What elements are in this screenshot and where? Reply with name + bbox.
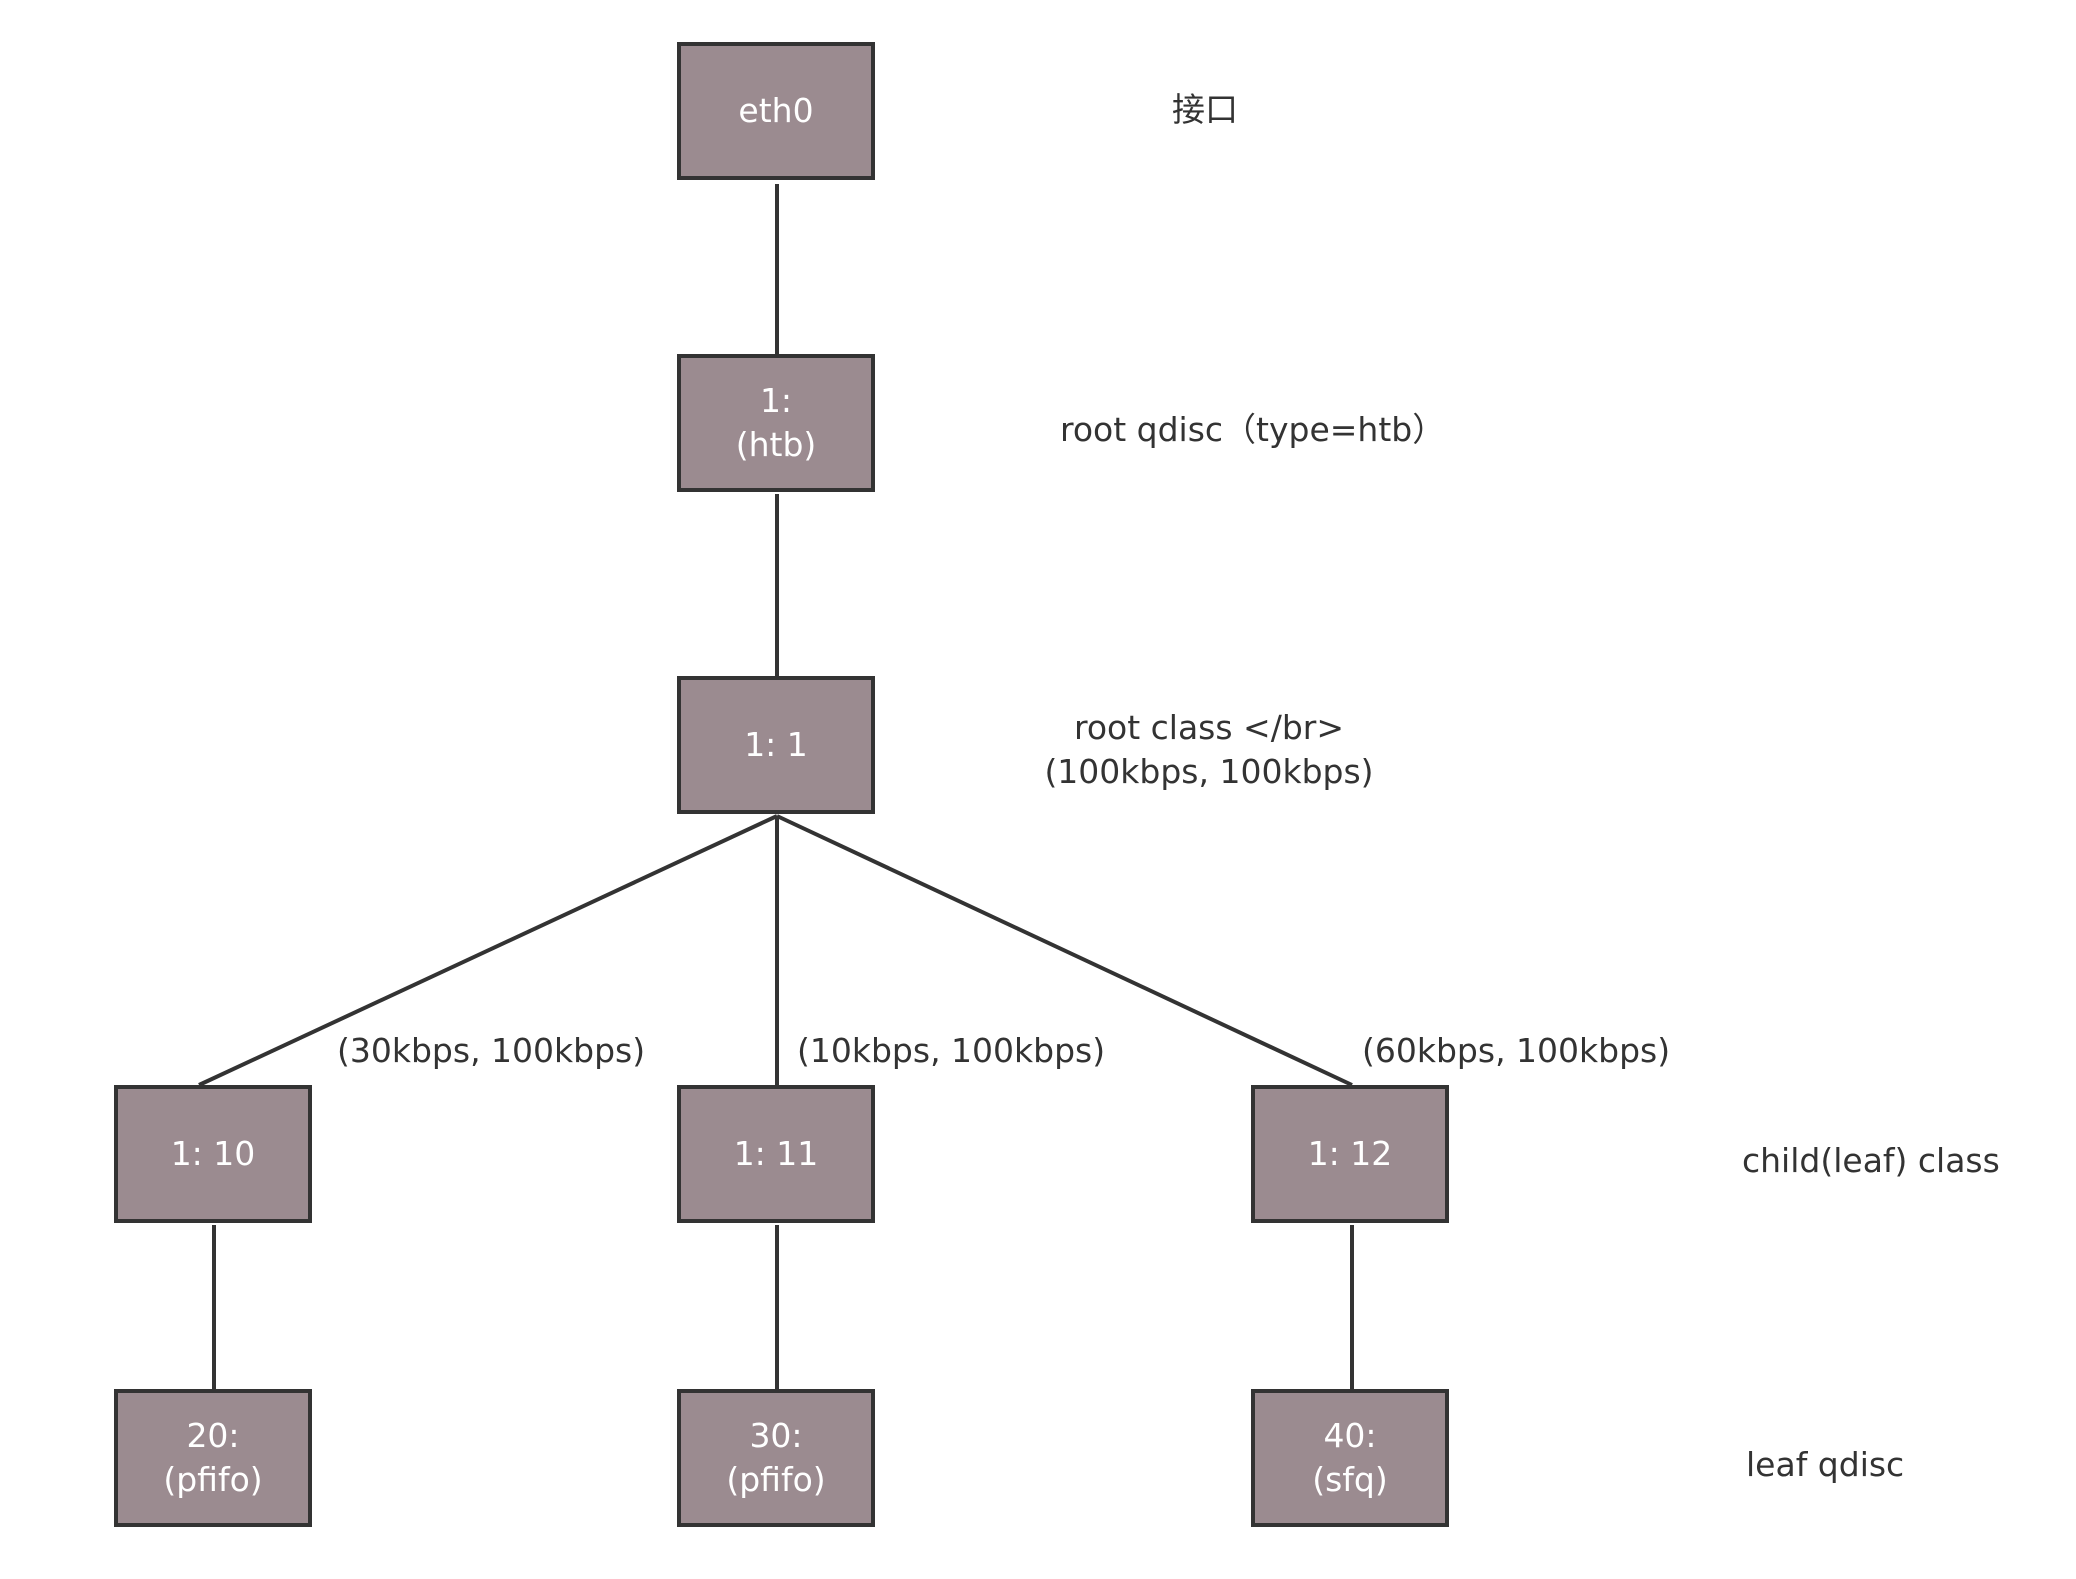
node-qdisc-20-type: (pfifo) <box>163 1460 263 1499</box>
node-root-qdisc-id: 1: <box>759 381 793 420</box>
node-qdisc-20-id: 20: <box>186 1416 240 1455</box>
label-leaf-qdisc: leaf qdisc <box>1746 1445 1905 1484</box>
node-qdisc-40-type: (sfq) <box>1312 1460 1388 1499</box>
node-root-qdisc-type: (htb) <box>735 425 817 464</box>
edge-root-class-class-10 <box>198 814 778 1087</box>
node-class-11-id: 1: 11 <box>733 1134 819 1173</box>
label-root-qdisc: root qdisc（type=htb） <box>1060 410 1446 449</box>
node-qdisc-20: 20: (pfifo) <box>114 1389 312 1527</box>
node-class-12-id: 1: 12 <box>1307 1134 1393 1173</box>
label-child-class: child(leaf) class <box>1742 1141 2000 1180</box>
label-edge-class-11: (10kbps, 100kbps) <box>797 1031 1106 1070</box>
label-root-class-line1: root class </br> <box>1074 708 1344 747</box>
node-qdisc-30: 30: (pfifo) <box>677 1389 875 1527</box>
node-root-class-id: 1: 1 <box>744 725 808 764</box>
node-root-class: 1: 1 <box>677 676 875 814</box>
node-qdisc-30-id: 30: <box>749 1416 803 1455</box>
edge-root-class-class-12 <box>776 814 1353 1087</box>
node-class-12: 1: 12 <box>1251 1085 1449 1223</box>
label-root-class-line2: (100kbps, 100kbps) <box>1044 752 1374 791</box>
label-edge-class-12: (60kbps, 100kbps) <box>1362 1031 1671 1070</box>
node-eth0-label: eth0 <box>738 91 814 130</box>
node-qdisc-40: 40: (sfq) <box>1251 1389 1449 1527</box>
node-root-qdisc: 1: (htb) <box>677 354 875 492</box>
node-class-10-id: 1: 10 <box>170 1134 256 1173</box>
label-edge-class-10: (30kbps, 100kbps) <box>337 1031 646 1070</box>
label-interface: 接口 <box>1172 90 1238 129</box>
label-root-class: root class </br> (100kbps, 100kbps) <box>1044 706 1374 794</box>
node-qdisc-30-type: (pfifo) <box>726 1460 826 1499</box>
node-eth0: eth0 <box>677 42 875 180</box>
node-class-11: 1: 11 <box>677 1085 875 1223</box>
node-qdisc-40-id: 40: <box>1323 1416 1377 1455</box>
node-class-10: 1: 10 <box>114 1085 312 1223</box>
